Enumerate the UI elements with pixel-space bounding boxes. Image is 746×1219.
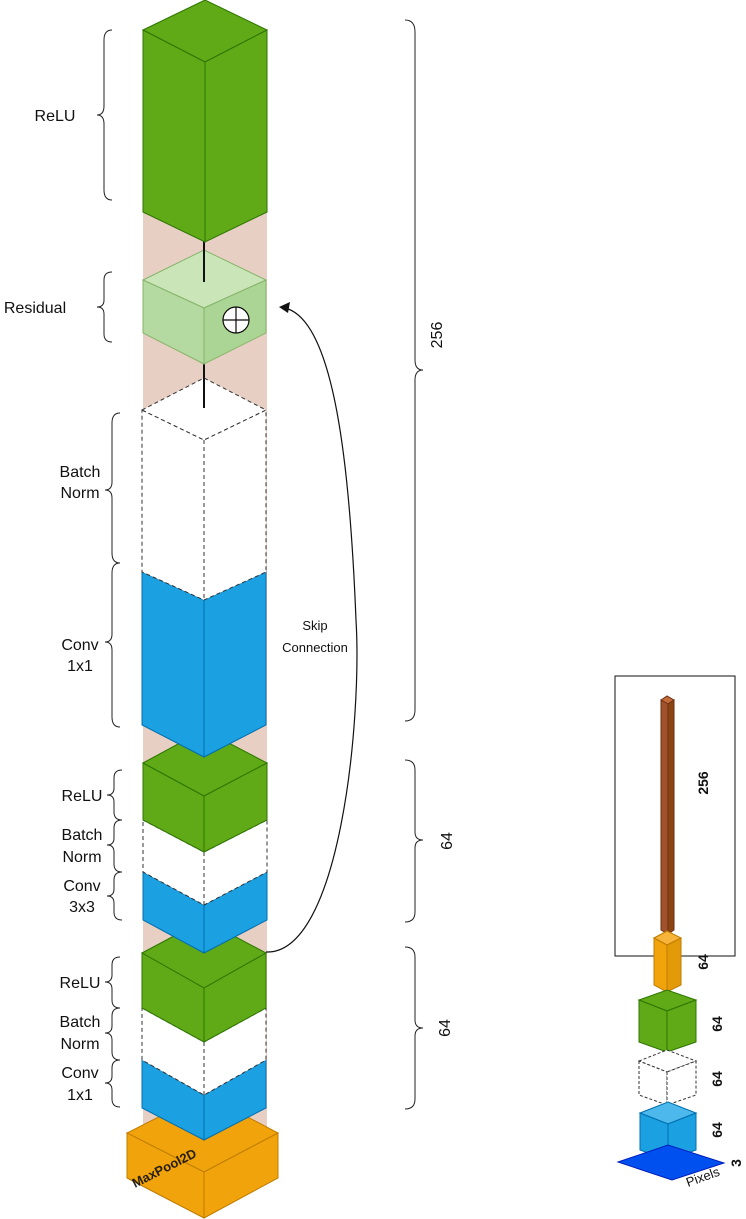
label-relu-top: ReLU (35, 108, 76, 125)
right-braces (404, 19, 424, 1110)
mini-label-3: 3 (728, 1159, 744, 1167)
mini-bar-256 (660, 695, 675, 935)
skip-connection-arrow (265, 302, 358, 953)
label-batchnorm-top-2: Norm (60, 485, 99, 502)
mini-label-64-blue: 64 (709, 1122, 725, 1138)
right-label-64-middle: 64 (439, 832, 456, 850)
mini-label-64-orange: 64 (695, 954, 711, 970)
label-conv-top-1: Conv (61, 637, 98, 654)
label-conv-top-2: 1x1 (67, 658, 93, 675)
label-conv-mid-2: 3x3 (69, 899, 95, 916)
label-conv-bottom-1: Conv (61, 1065, 98, 1082)
left-braces (96, 29, 123, 1108)
mini-orange-block (652, 930, 683, 993)
label-residual: Residual (4, 300, 66, 317)
label-conv-mid-1: Conv (63, 878, 100, 895)
label-batchnorm-mid-2: Norm (62, 849, 101, 866)
skip-connection-label-line2: Connection (282, 640, 348, 655)
right-label-64-bottom: 64 (437, 1019, 454, 1037)
label-conv-bottom-2: 1x1 (67, 1087, 93, 1104)
mini-label-64-green: 64 (709, 1016, 725, 1032)
label-batchnorm-mid-1: Batch (62, 827, 103, 844)
mini-white-block (637, 1049, 698, 1106)
mini-green-block (637, 989, 698, 1053)
batchnorm-block-top (140, 377, 268, 601)
label-batchnorm-bottom-2: Norm (60, 1036, 99, 1053)
mini-label-64-white: 64 (709, 1071, 725, 1087)
mini-stack: 256 64 64 64 64 3 Pixels (614, 675, 744, 1190)
mini-label-256: 256 (695, 771, 711, 795)
batchnorm-block-mid (142, 819, 268, 906)
label-relu-bottom: ReLU (60, 975, 101, 992)
skip-connection-label-line1: Skip (302, 618, 327, 633)
mini-pixels-plane (616, 1144, 726, 1181)
label-batchnorm-top-1: Batch (60, 464, 101, 481)
right-label-256: 256 (429, 322, 446, 349)
label-relu-mid: ReLU (62, 788, 103, 805)
mini-frame (614, 675, 736, 957)
label-batchnorm-bottom-1: Batch (60, 1014, 101, 1031)
relu-block-top (141, 0, 269, 243)
add-operator-icon (222, 306, 250, 334)
relu-block-mid (141, 729, 269, 853)
